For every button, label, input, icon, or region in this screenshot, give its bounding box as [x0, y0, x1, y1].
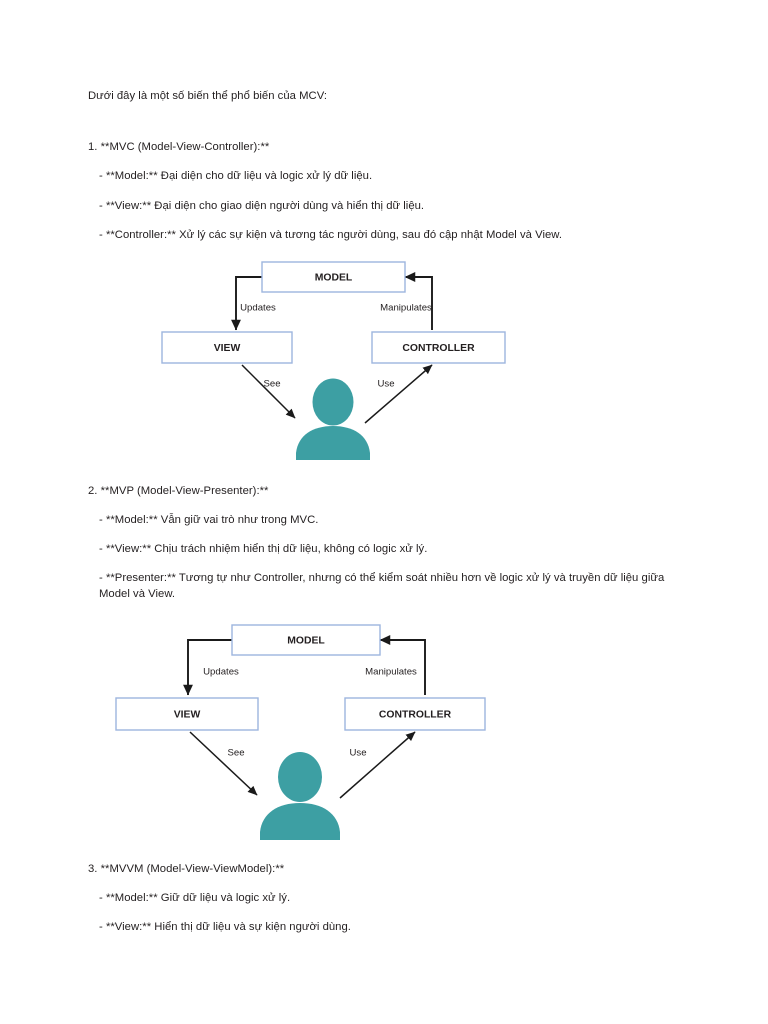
- bullet-mvp-presenter: - **Presenter:** Tương tự như Controller…: [99, 572, 668, 600]
- mvp-architecture-diagram: MODEL VIEW CONTROLLER Updates Manipulate…: [100, 615, 520, 840]
- bullet-mvc-view: - **View:** Đại diện cho giao diện người…: [99, 200, 425, 212]
- edge-label-see: See: [263, 379, 280, 390]
- section-heading-mvc: 1. **MVC (Model-View-Controller):**: [88, 141, 270, 153]
- edge-controller-to-model: [404, 272, 433, 330]
- edge-label-manipulates: Manipulates: [380, 303, 432, 314]
- user-person-icon: [260, 752, 340, 840]
- node-view[interactable]: [161, 331, 293, 364]
- node-model[interactable]: [261, 261, 406, 293]
- bullet-mvvm-model: - **Model:** Giữ dữ liệu và logic xử lý.: [99, 892, 291, 904]
- node-controller[interactable]: [371, 331, 506, 364]
- edge-view-to-user: [241, 364, 296, 419]
- bullet-mvp-model: - **Model:** Vẫn giữ vai trò như trong M…: [99, 514, 319, 526]
- node-model-label: MODEL: [315, 272, 353, 283]
- edge-label-updates: Updates: [203, 667, 239, 678]
- user-person-icon: [296, 378, 370, 460]
- edge-controller-to-model: [379, 635, 426, 695]
- intro-paragraph: Dưới đây là một số biến thể phổ biến của…: [88, 90, 328, 102]
- edge-user-to-controller: [339, 731, 416, 799]
- node-controller-label: CONTROLLER: [379, 709, 452, 720]
- node-view[interactable]: [115, 697, 259, 731]
- edge-model-to-view: [231, 276, 262, 331]
- edge-user-to-controller: [364, 364, 433, 424]
- node-view-label: VIEW: [174, 709, 201, 720]
- section-heading-mvp: 2. **MVP (Model-View-Presenter):**: [88, 485, 269, 497]
- edge-label-manipulates: Manipulates: [365, 667, 417, 678]
- node-controller[interactable]: [344, 697, 486, 731]
- node-controller-label: CONTROLLER: [402, 343, 475, 354]
- node-model-label: MODEL: [287, 635, 325, 646]
- mvc-architecture-diagram: MODEL VIEW CONTROLLER Updates Manipulate…: [150, 255, 550, 470]
- edge-model-to-view: [183, 639, 232, 696]
- bullet-mvc-controller: - **Controller:** Xử lý các sự kiện và t…: [99, 229, 563, 241]
- edge-label-updates: Updates: [240, 303, 276, 314]
- section-heading-mvvm: 3. **MVVM (Model-View-ViewModel):**: [88, 863, 285, 875]
- bullet-mvvm-view: - **View:** Hiển thị dữ liệu và sự kiện …: [99, 921, 351, 933]
- node-model[interactable]: [231, 624, 381, 656]
- bullet-mvp-view: - **View:** Chịu trách nhiệm hiển thị dữ…: [99, 543, 428, 555]
- edge-label-use: Use: [377, 379, 394, 390]
- edge-label-use: Use: [349, 748, 366, 759]
- node-view-label: VIEW: [214, 343, 241, 354]
- edge-label-see: See: [227, 748, 244, 759]
- bullet-mvc-model: - **Model:** Đại diện cho dữ liệu và log…: [99, 170, 373, 182]
- edge-view-to-user: [189, 731, 258, 796]
